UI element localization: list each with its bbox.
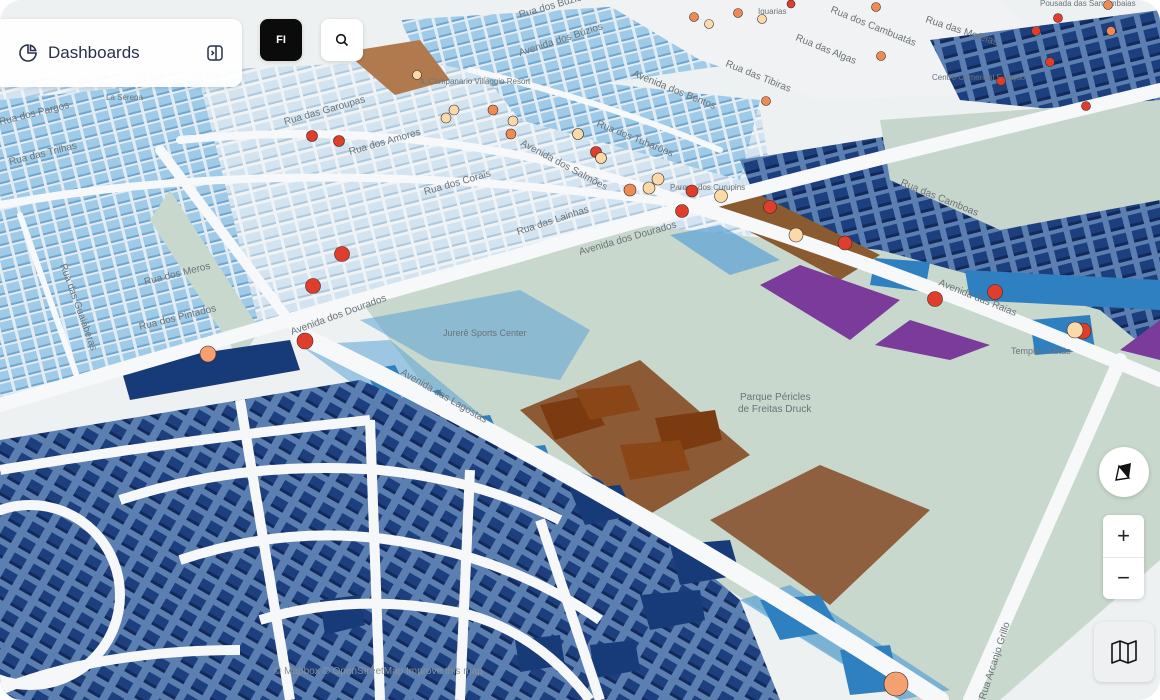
map-marker[interactable]	[296, 332, 314, 350]
map-style-button[interactable]	[1094, 622, 1154, 682]
zoom-in-button[interactable]: +	[1117, 522, 1130, 548]
map-marker[interactable]	[623, 183, 637, 197]
user-avatar-button[interactable]: FI	[260, 19, 302, 61]
label-parque-dos-curupins: Parque dos Curupins	[670, 183, 745, 192]
map-marker[interactable]	[306, 130, 318, 142]
brown-buildings	[540, 385, 722, 480]
dashboards-panel: Dashboards	[0, 19, 242, 87]
point-markers[interactable]	[199, 0, 1116, 697]
map-marker[interactable]	[987, 284, 1003, 300]
label-la-serena: La Serena	[106, 93, 143, 102]
map-marker[interactable]	[1053, 13, 1063, 23]
map-marker[interactable]	[685, 184, 699, 198]
map-icon	[1109, 637, 1139, 667]
map-marker[interactable]	[595, 152, 607, 164]
map-marker[interactable]	[334, 246, 350, 262]
map-marker[interactable]	[651, 172, 665, 186]
label-iguarias: Iguarias	[758, 7, 786, 16]
label-jurere-sports-center: Jurerê Sports Center	[443, 328, 527, 338]
map-marker[interactable]	[487, 104, 499, 116]
map-marker[interactable]	[448, 104, 460, 116]
map-marker[interactable]	[837, 235, 853, 251]
dashboards-title[interactable]: Dashboards	[48, 43, 140, 62]
compass-icon	[1112, 460, 1136, 484]
map-marker[interactable]	[761, 96, 771, 106]
map-marker[interactable]	[333, 135, 345, 147]
label-parque-pericles: Parque Péricles	[740, 392, 811, 403]
map-marker[interactable]	[1103, 0, 1113, 10]
map-marker[interactable]	[876, 51, 886, 61]
map-marker[interactable]	[704, 19, 714, 29]
map-marker[interactable]	[642, 181, 656, 195]
compass-button[interactable]	[1099, 447, 1149, 497]
user-initials: FI	[276, 34, 286, 46]
map-marker[interactable]	[689, 12, 699, 22]
search-icon	[335, 33, 349, 47]
map-marker[interactable]	[505, 128, 517, 140]
map-attribution[interactable]: © Mapbox © OpenStreetMap Improve this ma…	[274, 666, 483, 677]
map-marker[interactable]	[305, 278, 321, 294]
zoom-out-button[interactable]: −	[1103, 556, 1144, 600]
map-marker[interactable]	[757, 14, 767, 24]
map-marker[interactable]	[788, 227, 804, 243]
map-marker[interactable]	[199, 345, 217, 363]
map-marker[interactable]	[440, 112, 452, 124]
panel-toggle-icon[interactable]	[206, 44, 224, 62]
map-marker[interactable]	[1045, 57, 1055, 67]
map-marker[interactable]	[871, 2, 881, 12]
map-marker[interactable]	[1031, 26, 1041, 36]
map-marker[interactable]	[1106, 26, 1116, 36]
label-templo-cristao: Templo Cristão	[1011, 346, 1071, 356]
label-il-campanario: IL Campanario Villaggio Resort	[420, 77, 531, 86]
map-marker[interactable]	[763, 200, 777, 214]
zoom-controls: + −	[1103, 515, 1144, 599]
pie-chart-icon[interactable]	[18, 43, 38, 63]
label-parque-pericles-2: de Freitas Druck	[738, 404, 812, 415]
map-marker[interactable]	[572, 128, 584, 140]
curved-streets	[0, 399, 605, 700]
label-pousada: Pousada das Samambaias	[1040, 0, 1136, 8]
search-button[interactable]	[321, 19, 363, 61]
map-marker[interactable]	[883, 671, 909, 697]
map-marker[interactable]	[996, 76, 1006, 86]
label-centro-comercial: Centro Comercial Estação	[932, 73, 1026, 82]
map-marker[interactable]	[786, 0, 796, 9]
map-marker[interactable]	[733, 8, 743, 18]
map-marker[interactable]	[1081, 101, 1091, 111]
map-marker[interactable]	[927, 291, 943, 307]
map-marker[interactable]	[714, 189, 728, 203]
map-marker[interactable]	[412, 70, 422, 80]
map-marker[interactable]	[675, 204, 689, 218]
map-marker[interactable]	[507, 115, 519, 127]
map-marker[interactable]	[1066, 321, 1084, 339]
